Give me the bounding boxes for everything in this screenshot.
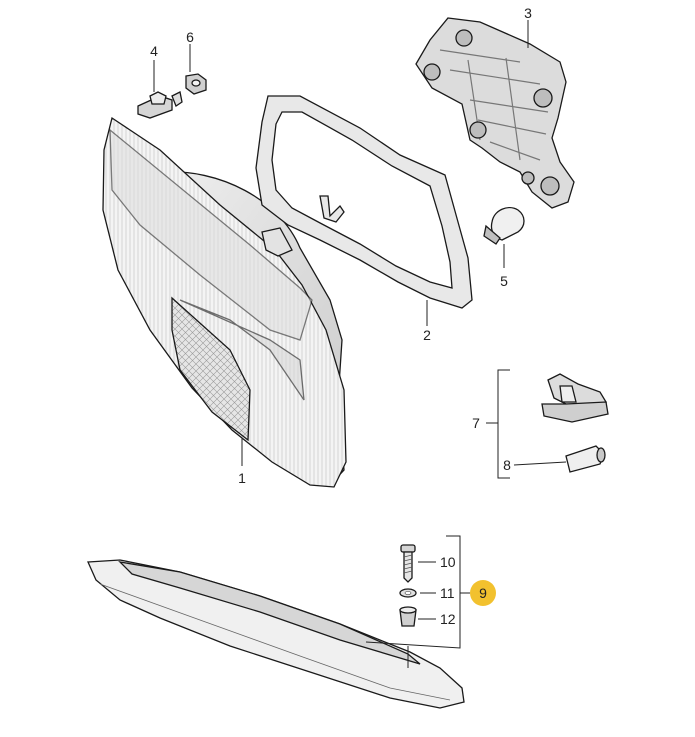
- bracket-9: [365, 535, 461, 649]
- callout-11: 11: [440, 585, 455, 601]
- leader-8: [513, 461, 567, 466]
- carrier-socket-f: [521, 171, 535, 185]
- callout-4: 4: [150, 43, 158, 59]
- fastener-set: [399, 544, 436, 627]
- gasket-inner: [271, 111, 453, 289]
- carrier-socket-c: [533, 88, 553, 108]
- lens-lower-band: [179, 299, 305, 401]
- lens-tab: [261, 227, 293, 257]
- callout-9: 9: [479, 585, 487, 601]
- callout-5: 5: [500, 273, 508, 289]
- callout-7: 7: [472, 415, 480, 431]
- festoon-cap: [596, 447, 606, 463]
- carrier-socket-e: [540, 176, 560, 196]
- carrier-traces: [439, 49, 549, 161]
- gasket-notch: [319, 195, 345, 223]
- panel-edge-line: [99, 583, 451, 701]
- callout-3: 3: [524, 5, 532, 21]
- bulb-carrier: [415, 17, 575, 209]
- nut-hole: [191, 79, 201, 87]
- carrier-plate: [415, 17, 575, 209]
- carrier-socket-a: [455, 29, 473, 47]
- callout-2: 2: [423, 327, 431, 343]
- screw-head: [400, 544, 416, 553]
- callout-8: 8: [503, 457, 511, 473]
- bulb: [483, 207, 525, 268]
- fastener-clip: [171, 91, 183, 107]
- license-panel: [87, 535, 470, 709]
- lamp-housing-tab: [559, 385, 577, 403]
- lens-reflector-panel: [171, 296, 251, 442]
- callout-1: 1: [238, 470, 246, 486]
- license-lamp-assembly: [486, 369, 609, 479]
- nut: [185, 44, 207, 95]
- washer-hole: [404, 591, 412, 595]
- gasket: [255, 95, 473, 326]
- bulb-base: [483, 224, 501, 245]
- lamp-housing-base: [541, 401, 609, 423]
- carrier-socket-b: [423, 63, 441, 81]
- callout-10: 10: [440, 554, 456, 570]
- push-fastener: [137, 60, 183, 119]
- highlight-badge: [470, 580, 496, 606]
- clip-nut-top: [399, 606, 417, 614]
- bracket-7-8: [497, 369, 510, 479]
- carrier-socket-d: [469, 121, 487, 139]
- fastener-stem: [149, 91, 167, 105]
- callout-12: 12: [440, 611, 456, 627]
- screw-thread-lines: [403, 554, 413, 574]
- callout-6: 6: [186, 29, 194, 45]
- tail-light-lens: [102, 116, 347, 488]
- panel-top-face: [118, 561, 421, 665]
- lens-upper-band: [109, 128, 313, 341]
